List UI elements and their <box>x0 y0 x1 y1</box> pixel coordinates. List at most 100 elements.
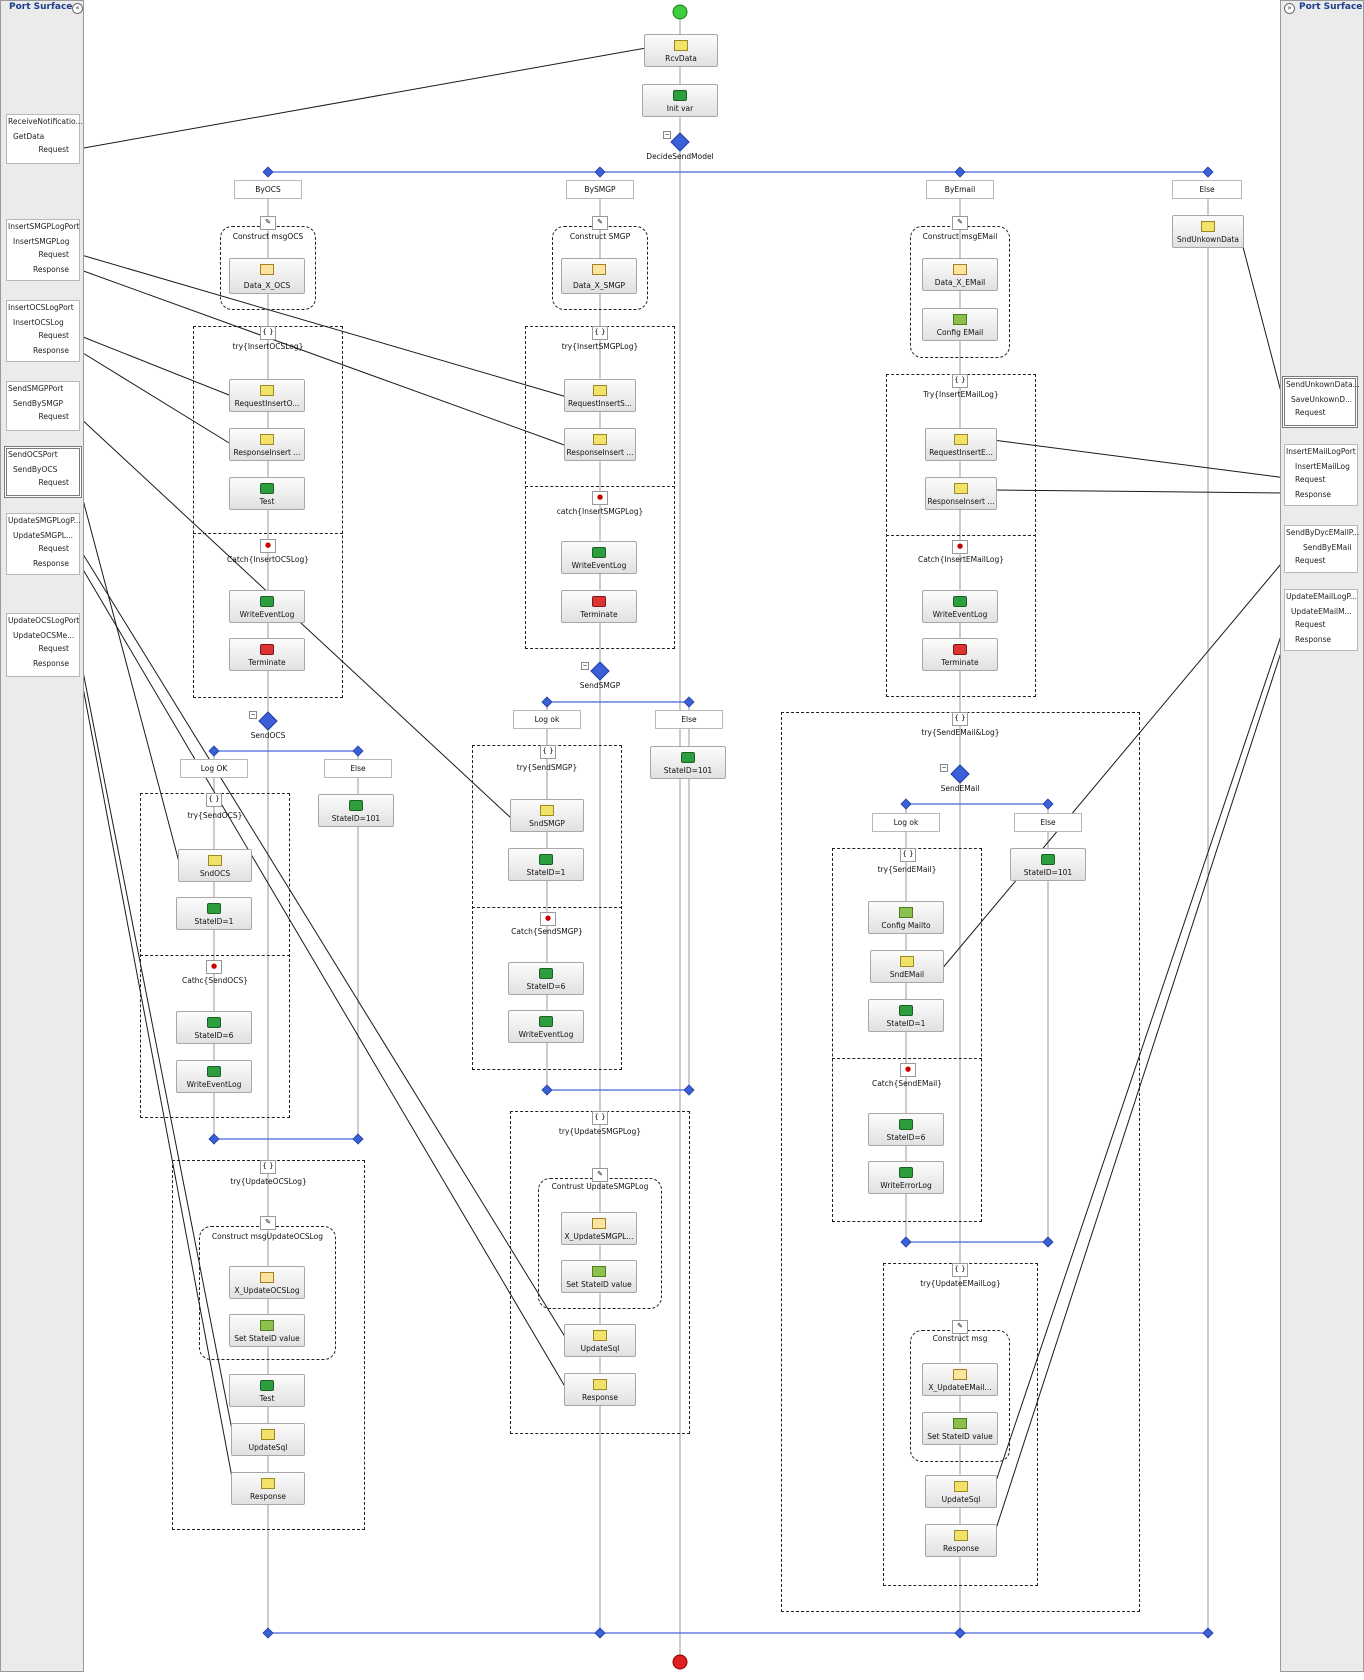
port-message: Response <box>1295 490 1332 499</box>
expression-shape[interactable]: WriteErrorLog <box>868 1161 944 1194</box>
port-operation: GetData <box>13 132 45 141</box>
shape-label: Response <box>942 1544 980 1553</box>
terminate-shape[interactable]: Terminate <box>561 590 637 623</box>
transform-shape[interactable]: Data_X_OCS <box>229 258 305 294</box>
message-assignment-shape[interactable]: Config EMail <box>922 308 998 341</box>
message-assignment-shape[interactable]: Set StateID value <box>922 1412 998 1445</box>
port-update-email-log[interactable]: UpdateEMailLogP... UpdateEMailM... Reque… <box>1284 589 1358 651</box>
expression-shape[interactable]: StateID=101 <box>1010 848 1086 881</box>
shape-label: ResponseInsert ... <box>233 448 301 457</box>
port-name: InsertEMailLogPort <box>1286 447 1356 456</box>
receive-shape[interactable]: Response <box>925 1524 997 1557</box>
expression-shape[interactable]: StateID=1 <box>868 999 944 1032</box>
terminate-shape[interactable]: Terminate <box>229 638 305 671</box>
send-shape[interactable]: UpdateSql <box>564 1324 636 1357</box>
receive-shape[interactable]: ResponseInsert ... <box>564 428 636 461</box>
port-message: Request <box>38 250 69 259</box>
transform-shape[interactable]: Data_X_SMGP <box>561 258 637 294</box>
send-shape[interactable]: SndUnkownData <box>1172 215 1244 248</box>
branch-tab[interactable]: Else <box>655 710 723 729</box>
port-send-by-dyc-email[interactable]: SendByDycEMailP... SendByEMail Request <box>1284 525 1359 573</box>
port-insert-email-log[interactable]: InsertEMailLogPort InsertEMailLog Reques… <box>1284 444 1358 506</box>
collapse-icon[interactable]: − <box>940 764 948 772</box>
message-assignment-shape[interactable]: Config Mailto <box>868 901 944 934</box>
receive-shape[interactable]: Response <box>231 1472 305 1505</box>
collapse-icon[interactable]: − <box>581 662 589 670</box>
receive-shape[interactable]: ResponseInsert ... <box>229 428 305 461</box>
collapse-left-icon[interactable]: « <box>72 3 83 14</box>
send-shape[interactable]: UpdateSql <box>925 1475 997 1508</box>
scope-divider <box>193 533 343 534</box>
terminate-shape[interactable]: Terminate <box>922 638 998 671</box>
expression-shape[interactable]: WriteEventLog <box>229 590 305 623</box>
branch-tab[interactable]: Log OK <box>180 759 248 778</box>
send-shape[interactable]: SndSMGP <box>510 799 584 832</box>
branch-tab[interactable]: Log ok <box>872 813 940 832</box>
transform-shape[interactable]: X_UpdateOCSLog <box>229 1266 305 1299</box>
transform-icon <box>953 1369 967 1380</box>
message-assignment-shape[interactable]: Set StateID value <box>229 1314 305 1347</box>
receive-shape[interactable]: Response <box>564 1373 636 1406</box>
expression-shape[interactable]: StateID=1 <box>508 848 584 881</box>
branch-tab[interactable]: Else <box>1014 813 1082 832</box>
rcvdata-shape[interactable]: RcvData <box>644 34 718 67</box>
expression-shape[interactable]: WriteEventLog <box>561 541 637 574</box>
port-insert-smgp-log[interactable]: InsertSMGPLogPort InsertSMGPLog Request … <box>6 219 80 281</box>
branch-tab[interactable]: Else <box>324 759 392 778</box>
send-shape[interactable]: RequestInsertS... <box>564 379 636 412</box>
branch-tab-byocs[interactable]: ByOCS <box>234 180 302 199</box>
send-shape[interactable]: RequestInsertE... <box>925 428 997 461</box>
port-send-unknown-data[interactable]: SendUnkownData... SaveUnkownD... Request <box>1282 376 1360 428</box>
receive-shape[interactable]: ResponseInsert ... <box>925 477 997 510</box>
right-port-surface[interactable]: Port Surface » <box>1280 0 1364 1672</box>
expression-shape[interactable]: WriteEventLog <box>922 590 998 623</box>
expression-shape[interactable]: Test <box>229 477 305 510</box>
transform-shape[interactable]: X_UpdateEMail... <box>922 1363 998 1396</box>
expression-shape[interactable]: StateID=6 <box>508 962 584 995</box>
port-update-smgp-log[interactable]: UpdateSMGPLogP... UpdateSMGPL... Request… <box>6 513 81 575</box>
expression-icon <box>673 90 687 101</box>
collapse-icon[interactable]: − <box>663 131 671 139</box>
send-shape[interactable]: SndEMail <box>870 950 944 983</box>
expression-shape[interactable]: StateID=1 <box>176 897 252 930</box>
port-update-ocs-log[interactable]: UpdateOCSLogPort UpdateOCSMe... Request … <box>6 613 80 677</box>
expression-shape[interactable]: StateID=6 <box>176 1011 252 1044</box>
transform-icon <box>592 1218 606 1229</box>
expression-icon <box>1041 854 1055 865</box>
expression-shape[interactable]: Test <box>229 1374 305 1407</box>
branch-tab[interactable]: Log ok <box>513 710 581 729</box>
port-operation: UpdateSMGPL... <box>13 531 74 540</box>
transform-shape[interactable]: Data_X_EMail <box>922 258 998 291</box>
collapse-icon[interactable]: − <box>249 711 257 719</box>
port-send-smgp[interactable]: SendSMGPPort SendBySMGP Request <box>6 381 80 431</box>
message-assignment-shape[interactable]: Set StateID value <box>561 1260 637 1293</box>
expression-shape[interactable]: StateID=101 <box>650 746 726 779</box>
transform-shape[interactable]: X_UpdateSMGPL... <box>561 1212 637 1245</box>
scope-icon: { } <box>592 326 608 340</box>
branch-tab-bysmgp[interactable]: BySMGP <box>566 180 634 199</box>
port-insert-ocs-log[interactable]: InsertOCSLogPort InsertOCSLog Request Re… <box>6 300 80 362</box>
expression-shape[interactable]: StateID=101 <box>318 794 394 827</box>
send-shape[interactable]: SndOCS <box>178 849 252 882</box>
branch-tab-byemail[interactable]: ByEmail <box>926 180 994 199</box>
receive-icon <box>593 1379 607 1390</box>
shape-label: Terminate <box>248 658 286 667</box>
send-icon <box>900 956 914 967</box>
send-icon <box>261 1429 275 1440</box>
expression-shape[interactable]: WriteEventLog <box>176 1060 252 1093</box>
shape-label: Data_X_EMail <box>934 278 986 287</box>
port-receive-notification[interactable]: ReceiveNotificatio... GetData Request <box>6 114 83 164</box>
port-send-ocs[interactable]: SendOCSPort SendByOCS Request <box>4 446 82 498</box>
collapse-right-icon[interactable]: » <box>1284 3 1295 14</box>
expression-shape[interactable]: StateID=6 <box>868 1113 944 1146</box>
branch-tab-else[interactable]: Else <box>1172 180 1242 199</box>
send-shape[interactable]: UpdateSql <box>231 1423 305 1456</box>
shape-label: WriteEventLog <box>239 610 295 619</box>
port-name: InsertOCSLogPort <box>8 303 74 312</box>
expression-shape[interactable]: WriteEventLog <box>508 1010 584 1043</box>
shape-label: UpdateSql <box>248 1443 288 1452</box>
init-var-shape[interactable]: Init var <box>642 84 718 117</box>
send-shape[interactable]: RequestInsertO... <box>229 379 305 412</box>
port-name: InsertSMGPLogPort <box>8 222 80 231</box>
